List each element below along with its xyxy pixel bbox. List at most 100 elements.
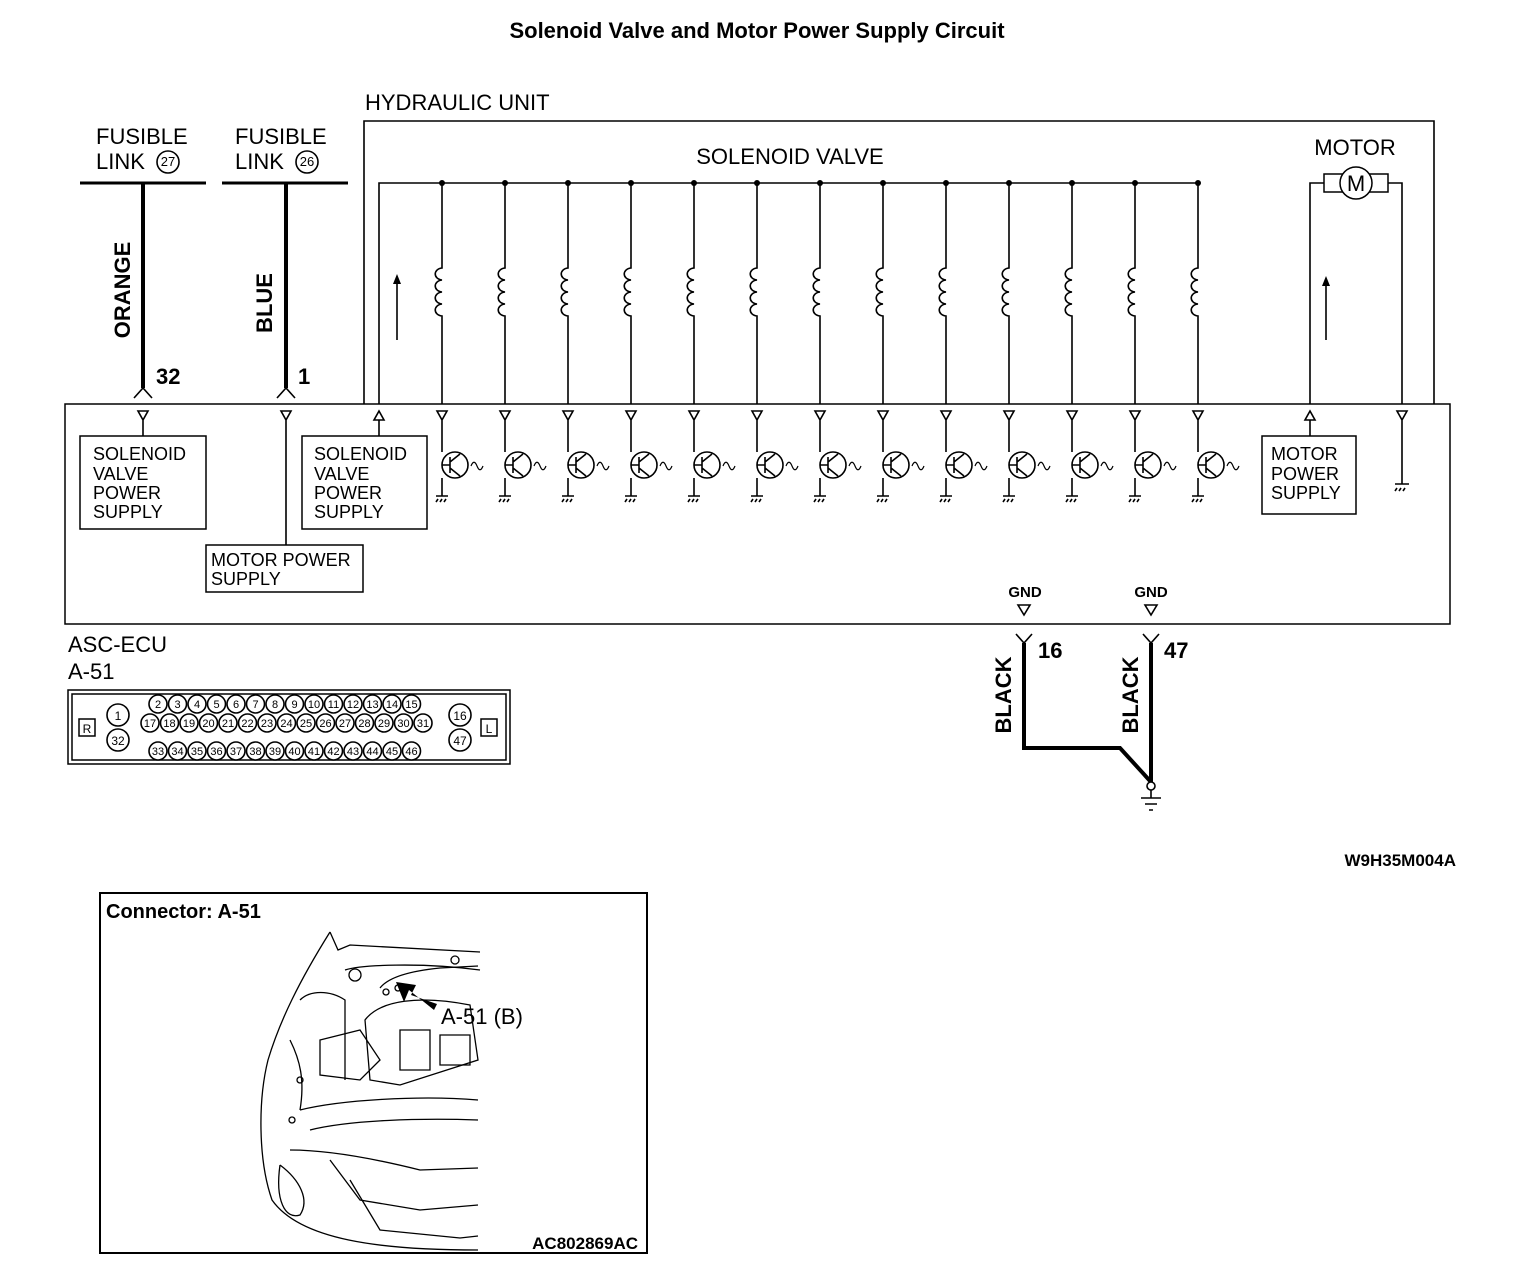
pin-label-r3-1: 34 <box>171 746 183 758</box>
gnd-label: GND <box>1134 584 1168 601</box>
pin-label-r1-4: 6 <box>233 699 239 711</box>
connector-face-inner <box>71 693 507 761</box>
coil-icon <box>1127 183 1136 404</box>
pin-circle-r2-0 <box>140 713 160 733</box>
pin-label-r2-4: 21 <box>222 718 234 730</box>
pin-label-r2-13: 30 <box>397 718 409 730</box>
chassis-ground-icon <box>1141 790 1161 811</box>
motor-symbol: M <box>1347 171 1365 196</box>
pin-label-r1-13: 15 <box>405 699 417 711</box>
solenoid-coil-12 <box>1127 180 1138 404</box>
pin-label-r1-12: 14 <box>386 699 398 711</box>
solenoid-coil-6 <box>749 180 760 404</box>
asc-ecu-box <box>64 403 1451 625</box>
pin-circle-r1-12 <box>382 694 402 714</box>
transistor-legs <box>694 453 713 477</box>
pin-label: 32 <box>111 734 125 748</box>
terminal-icon <box>1002 410 1016 448</box>
pin-circle-r2-7 <box>276 713 297 733</box>
pin-terminal-icon <box>1015 633 1033 645</box>
fusible-link-line1: FUSIBLE <box>96 124 188 149</box>
ground-icon <box>498 495 511 503</box>
transistor-legs <box>505 453 524 477</box>
solenoid-coil-11 <box>1064 180 1075 404</box>
ground-icon <box>435 495 448 503</box>
pin-label-r3-13: 46 <box>405 746 417 758</box>
link-tilde-icon <box>533 461 547 471</box>
transistor-legs <box>1009 453 1028 477</box>
engine-bay-illustration <box>260 931 481 1251</box>
pin-circle-r3-8 <box>304 741 324 761</box>
terminal-icon <box>498 410 512 448</box>
transistor-legs <box>1198 453 1217 477</box>
solenoid-driver-8 <box>876 410 925 503</box>
terminal-icon <box>1191 410 1205 448</box>
coil-icon <box>1064 183 1073 404</box>
link-tilde-icon <box>722 461 736 471</box>
connector-tag-box <box>480 718 498 737</box>
diagram-title: Solenoid Valve and Motor Power Supply Ci… <box>509 18 1005 43</box>
pin-label-r1-2: 4 <box>194 699 200 711</box>
link-tilde-icon <box>1100 461 1114 471</box>
pin-label-r3-3: 36 <box>210 746 222 758</box>
pin-circle-r1-13 <box>401 694 422 714</box>
pin-circle-r3-0 <box>148 741 168 761</box>
pin-circle-r1-10 <box>343 694 363 714</box>
box-text: SOLENOID <box>314 444 407 464</box>
pin-circle-r3-5 <box>245 741 266 761</box>
transistor-legs <box>1072 453 1091 477</box>
pin-number-32: 32 <box>156 364 180 389</box>
box-text: VALVE <box>314 464 369 484</box>
black-wire-16 <box>1022 643 1153 784</box>
pin-label-r1-6: 8 <box>272 699 278 711</box>
terminal-icon <box>1128 410 1142 448</box>
pin-label-r2-1: 18 <box>163 718 175 730</box>
motor-icon <box>1339 166 1373 200</box>
pin-label-r3-6: 39 <box>269 746 281 758</box>
link-tilde-icon <box>470 461 484 471</box>
solenoid-coil-5 <box>686 180 697 404</box>
connector-callout: A-51 (B) <box>441 1004 523 1029</box>
wire-color-black: BLACK <box>1118 656 1143 733</box>
link-tilde-icon <box>1226 461 1240 471</box>
pin-label: 1 <box>115 709 122 723</box>
ground-icon <box>1128 495 1141 503</box>
solenoid-valve-power-supply-box <box>301 435 428 530</box>
pin-circle-r2-1 <box>159 713 180 733</box>
ground-icon <box>561 495 574 503</box>
solenoid-driver-5 <box>687 410 736 503</box>
connector-tag-box <box>78 718 96 737</box>
box-text: POWER <box>314 483 382 503</box>
pin-label-r2-8: 25 <box>300 718 312 730</box>
coil-icon <box>497 183 506 404</box>
pin-circle-r3-10 <box>343 741 363 761</box>
pin-label-r2-12: 29 <box>378 718 390 730</box>
hydraulic-unit-boundary <box>363 120 1435 404</box>
pin-label-r2-9: 26 <box>319 718 331 730</box>
coil-icon <box>938 183 947 404</box>
pin-label-r1-10: 12 <box>347 699 359 711</box>
pin-circle <box>448 703 472 727</box>
wire-color-orange: ORANGE <box>110 242 135 339</box>
wire-color-black: BLACK <box>991 656 1016 733</box>
transistor-legs <box>442 453 461 477</box>
pin-label-r3-12: 45 <box>386 746 398 758</box>
fusible-link-number: 26 <box>300 154 314 169</box>
terminal-icon <box>687 410 701 448</box>
pin-circle-r1-9 <box>323 694 344 714</box>
box-text: POWER <box>93 483 161 503</box>
fusible-link-number: 27 <box>161 154 175 169</box>
terminal-icon <box>435 410 449 448</box>
ground-icon <box>687 495 700 503</box>
pin-label-r3-10: 43 <box>347 746 359 758</box>
ground-icon <box>750 495 763 503</box>
pin-circle-r2-9 <box>315 713 336 733</box>
ground-icon <box>1002 495 1015 503</box>
pin-label-r3-11: 44 <box>366 746 378 758</box>
pin-circle-r1-11 <box>362 694 383 714</box>
link-tilde-icon <box>1037 461 1051 471</box>
pin-circle-r2-5 <box>237 713 258 733</box>
pin-circle-r2-8 <box>296 713 316 733</box>
pin-circle-r1-4 <box>226 694 246 714</box>
